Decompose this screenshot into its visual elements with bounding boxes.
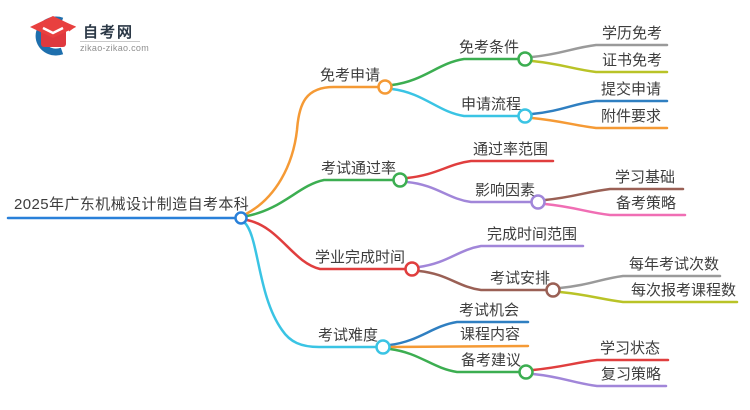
pass-rate-range-line	[405, 159, 555, 180]
root-node-label: 2025年广东机械设计制造自考本科	[14, 196, 250, 213]
branch-exam-difficulty-line	[242, 220, 378, 349]
exemption-conditions-line	[390, 57, 520, 87]
root-junction	[234, 211, 248, 225]
study-status-line	[531, 358, 670, 372]
completion-time-range-line	[417, 244, 585, 269]
graduation-cap-icon	[30, 16, 76, 56]
influencing-factors-line	[405, 180, 533, 204]
prep-advice-junction	[518, 364, 534, 380]
branch-completion-time-line	[245, 218, 407, 271]
prep-advice-line	[388, 347, 521, 374]
node-application-process: 申请流程	[461, 96, 522, 113]
logo-divider	[80, 41, 140, 42]
node-study-foundation: 学习基础	[615, 169, 676, 186]
node-completion-time: 学业完成时间	[315, 249, 406, 266]
logo-title: 自考网	[83, 24, 135, 41]
node-course-content: 课程内容	[460, 326, 521, 343]
course-content-line	[388, 344, 530, 349]
node-submit-application: 提交申请	[601, 81, 662, 98]
certificate-exemption-line	[530, 59, 669, 74]
node-exemption-conditions: 免考条件	[459, 39, 520, 56]
pass-rate-junction	[392, 172, 408, 188]
branch-exemption-application-line	[244, 85, 380, 216]
node-prep-strategy: 备考策略	[616, 195, 677, 212]
exam-difficulty-junction	[375, 339, 391, 355]
branch-pass-rate-line	[245, 178, 395, 218]
completion-time-junction	[404, 261, 420, 277]
courses-per-exam-line	[558, 290, 739, 304]
node-exam-difficulty: 考试难度	[318, 327, 379, 344]
node-exam-schedule: 考试安排	[490, 270, 551, 287]
exam-schedule-junction	[545, 282, 561, 298]
node-education-exemption: 学历免考	[602, 25, 663, 42]
site-logo: 自考网 zikao-zikao.com	[28, 12, 178, 58]
attachment-requirements-line	[530, 116, 669, 130]
node-exemption-application: 免考申请	[320, 67, 381, 84]
node-review-strategy: 复习策略	[601, 366, 662, 383]
study-foundation-line	[543, 187, 685, 202]
application-process-line	[390, 87, 520, 118]
review-strategy-line	[531, 372, 668, 388]
node-certificate-exemption: 证书免考	[602, 52, 663, 69]
node-courses-per-exam: 每次报考课程数	[631, 282, 737, 299]
node-completion-time-range: 完成时间范围	[487, 226, 578, 243]
application-process-junction	[517, 108, 533, 124]
node-annual-exam-count: 每年考试次数	[629, 256, 720, 273]
node-pass-rate: 考试通过率	[321, 160, 397, 177]
education-exemption-line	[530, 43, 669, 59]
annual-exam-count-line	[558, 274, 722, 290]
logo-domain: zikao-zikao.com	[80, 43, 150, 53]
node-attachment-requirements: 附件要求	[601, 108, 662, 125]
node-study-status: 学习状态	[600, 340, 661, 357]
node-exam-opportunities: 考试机会	[459, 302, 520, 319]
submit-application-line	[530, 99, 669, 116]
exemption-conditions-junction	[517, 51, 533, 67]
exam-schedule-line	[417, 269, 548, 292]
node-prep-advice: 备考建议	[461, 352, 522, 369]
influencing-factors-junction	[530, 194, 546, 210]
exam-opportunities-line	[388, 320, 530, 347]
node-influencing-factors: 影响因素	[475, 182, 536, 199]
prep-strategy-line	[543, 202, 687, 217]
node-pass-rate-range: 通过率范围	[473, 141, 549, 158]
exemption-application-junction	[377, 79, 393, 95]
